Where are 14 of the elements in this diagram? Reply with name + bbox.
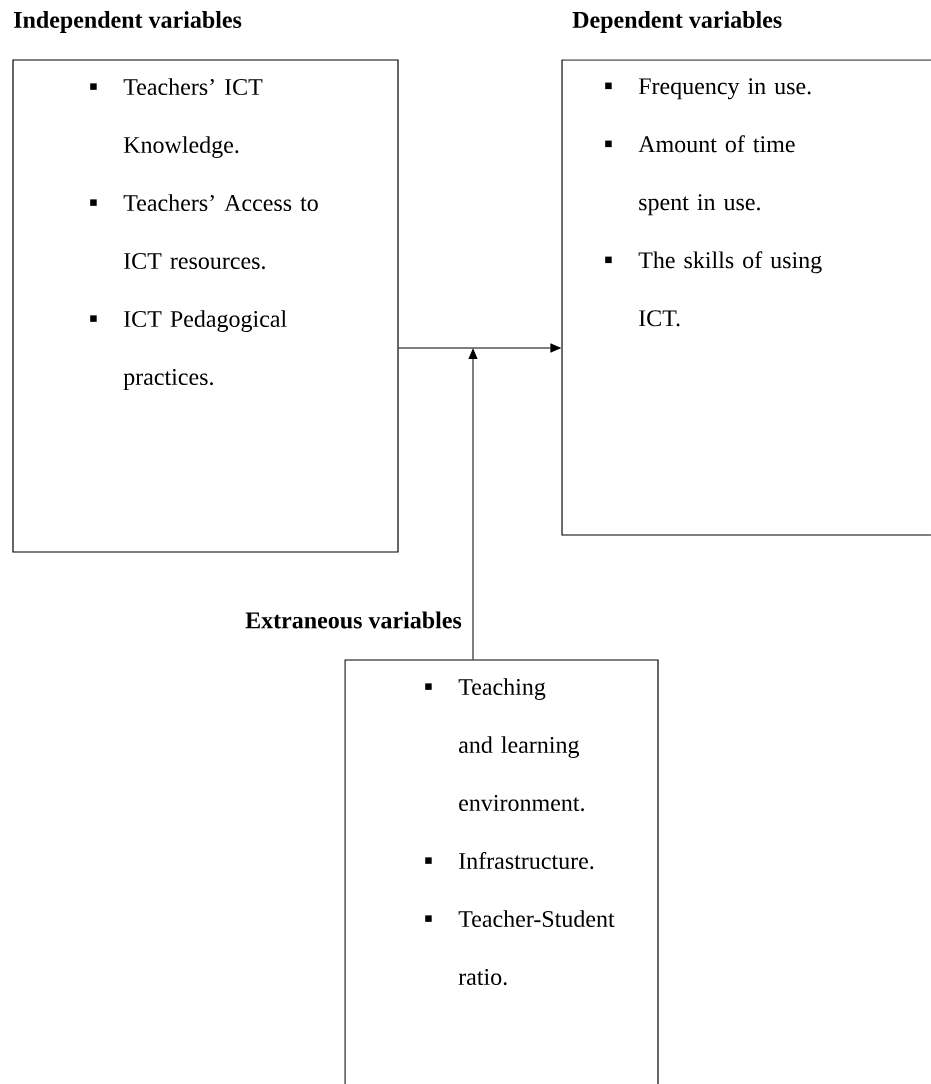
bullet-item: Amount of time spent in use. [605, 135, 795, 216]
heading: Dependent variables [572, 11, 782, 33]
bullet-item: Infrastructure. [425, 851, 594, 870]
bullet-item: The skills of using ICT. [605, 251, 822, 327]
bullet-item: Teaching and learning environment. [425, 678, 584, 812]
bullet-item: Teachers’ Access to ICT resources. [90, 194, 318, 270]
heading: Independent variables [14, 11, 242, 33]
bullet-item: Teacher-Student ratio. [425, 910, 615, 986]
bullet-item: Teachers’ ICT Knowledge. [90, 78, 263, 159]
arrow [468, 348, 478, 660]
bullet-item: Frequency in use. [605, 78, 811, 100]
bullet-item: ICT Pedagogical practices. [90, 310, 287, 390]
heading: Extraneous variables [245, 611, 462, 629]
arrow [398, 343, 561, 353]
